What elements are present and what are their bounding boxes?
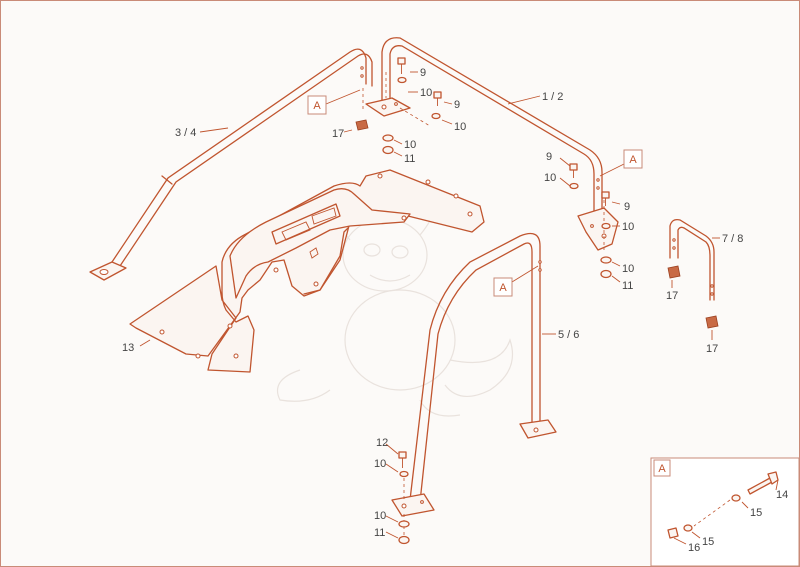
- washer-10-left: [382, 134, 394, 142]
- washer-15-inset-a: [731, 494, 741, 502]
- label-10-h: 10: [374, 510, 386, 522]
- washer-10-bottom-a: [399, 470, 409, 478]
- label-10-c: 10: [404, 139, 416, 151]
- mount-bracket-1-2-right: [577, 207, 619, 251]
- label-15-a: 15: [750, 507, 762, 519]
- washer-10-right-a: [569, 182, 579, 190]
- detail-a-inset: A: [650, 457, 800, 567]
- label-17-b: 17: [666, 290, 678, 302]
- washer-10-mid: [431, 112, 441, 120]
- label-9-b: 9: [454, 99, 460, 111]
- nut-17-left: [355, 119, 369, 131]
- roll-bar-part-3-4: [89, 48, 373, 281]
- bolt-12: [398, 451, 407, 468]
- bolt-9-top: [397, 57, 406, 74]
- nut-11-right: [600, 269, 612, 279]
- washer-10-right-b: [601, 222, 611, 230]
- label-10-f: 10: [622, 263, 634, 275]
- label-9-d: 9: [624, 201, 630, 213]
- hardware-bolts-and-nuts: [355, 57, 719, 545]
- label-11-c: 11: [374, 527, 385, 539]
- detail-marker-a-right: A: [599, 149, 643, 177]
- nut-16-inset: [667, 527, 679, 539]
- label-10-b: 10: [454, 121, 466, 133]
- bolt-9-right-a: [569, 163, 578, 178]
- washer-10-bottom-b: [398, 520, 410, 528]
- label-13: 13: [122, 342, 134, 354]
- foot-plate-5-6-front: [391, 493, 435, 517]
- floor-panel-part-13: [129, 169, 485, 373]
- roll-bar-part-1-2: [365, 37, 619, 251]
- washer-10-top: [397, 76, 407, 84]
- svg-text:A: A: [629, 154, 637, 166]
- roll-bar-part-7-8: [669, 218, 715, 301]
- label-9-a: 9: [420, 67, 426, 79]
- label-15-b: 15: [702, 536, 714, 548]
- callout-leaders: [139, 71, 720, 539]
- svg-text:A: A: [658, 463, 666, 475]
- svg-text:A: A: [313, 100, 321, 112]
- mount-bracket-1-2-left: [365, 97, 411, 117]
- bolt-9-right-b: [601, 191, 610, 206]
- label-14: 14: [776, 489, 788, 501]
- label-7-8: 7 / 8: [722, 233, 743, 245]
- callout-labels: 1 / 2 3 / 4 5 / 6 7 / 8 13 9 10 9 10 17 …: [122, 67, 788, 554]
- label-3-4: 3 / 4: [175, 127, 196, 139]
- roll-bar-part-5-6: [391, 232, 557, 540]
- label-11-b: 11: [622, 280, 633, 292]
- nut-11-bottom: [398, 535, 410, 545]
- nut-17-upper: [667, 265, 681, 279]
- nut-11-left: [382, 145, 394, 155]
- label-10-d: 10: [544, 172, 556, 184]
- label-9-c: 9: [546, 151, 552, 163]
- detail-marker-a-front: A: [493, 265, 539, 297]
- label-11-a: 11: [404, 153, 415, 165]
- label-10-g: 10: [374, 458, 386, 470]
- bolt-9-mid: [433, 91, 442, 106]
- label-10-a: 10: [420, 87, 432, 99]
- label-17-a: 17: [332, 128, 344, 140]
- label-16: 16: [688, 542, 700, 554]
- label-17-c: 17: [706, 343, 718, 355]
- svg-text:A: A: [499, 282, 507, 294]
- label-10-e: 10: [622, 221, 634, 233]
- label-1-2: 1 / 2: [542, 91, 563, 103]
- detail-marker-a-left: A: [307, 89, 361, 115]
- label-5-6: 5 / 6: [558, 329, 579, 341]
- nut-17-lower: [705, 315, 719, 329]
- washer-15-inset-b: [683, 524, 693, 532]
- washer-10-right-c: [600, 256, 612, 264]
- label-12: 12: [376, 437, 388, 449]
